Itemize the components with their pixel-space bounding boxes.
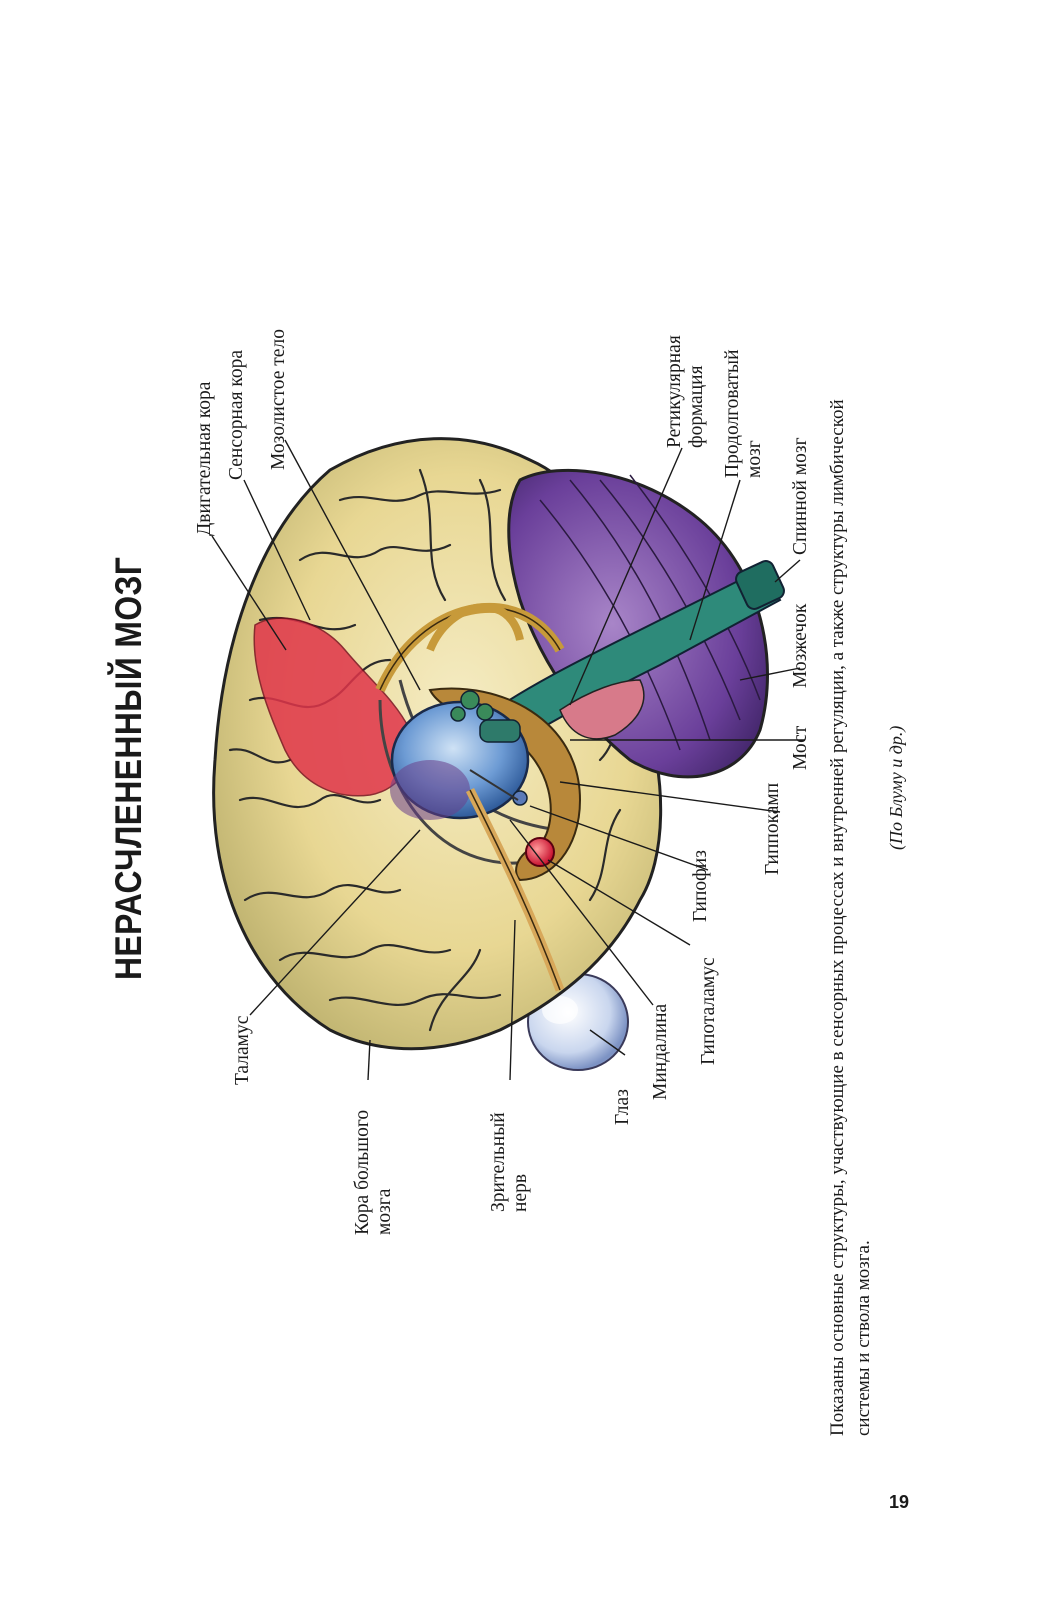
label-hypothalamus: Гипоталамус (698, 957, 719, 1065)
label-optic-nerve-line2: нерв (510, 1173, 531, 1212)
label-eye: Глаз (612, 1089, 633, 1125)
label-medulla-line1: Продолговатый (722, 349, 743, 478)
label-corpus-callosum: Мозолистое тело (268, 329, 289, 470)
label-optic-nerve-line1: Зрительный (488, 1112, 509, 1212)
label-pons: Мост (790, 725, 811, 770)
caption-line2: системы и ствола мозга. (853, 1240, 874, 1436)
page-number: 19 (889, 1492, 910, 1512)
label-cerebellum: Мозжечок (790, 603, 811, 688)
label-amygdala: Миндалина (650, 1003, 671, 1100)
brainstem-shape (478, 560, 785, 752)
figure-credit: (По Блуму и др.) (886, 725, 906, 850)
label-reticular-line1: Ретикулярная (664, 335, 685, 448)
leader-lines (211, 439, 805, 1081)
label-sensory-cortex: Сенсорная кора (226, 349, 247, 480)
label-medulla-line2: мозг (744, 440, 765, 478)
label-thalamus: Таламус (232, 1015, 253, 1085)
label-spinal-cord: Спинной мозг (790, 437, 811, 555)
pituitary-shape (525, 837, 555, 867)
label-hippocampus: Гиппокамп (762, 782, 783, 875)
label-reticular-line2: формация (686, 365, 707, 448)
label-cortex-line2: мозга (374, 1188, 395, 1235)
label-motor-cortex: Двигательная кора (194, 381, 215, 536)
page-title: НЕРАСЧЛЕНЕННЫЙ МОЗГ (108, 556, 149, 980)
caption-line1: Показаны основные структуры, участвующие… (827, 399, 848, 1436)
label-cortex-line1: Кора большого (352, 1109, 373, 1235)
label-pituitary: Гипофиз (690, 850, 711, 922)
